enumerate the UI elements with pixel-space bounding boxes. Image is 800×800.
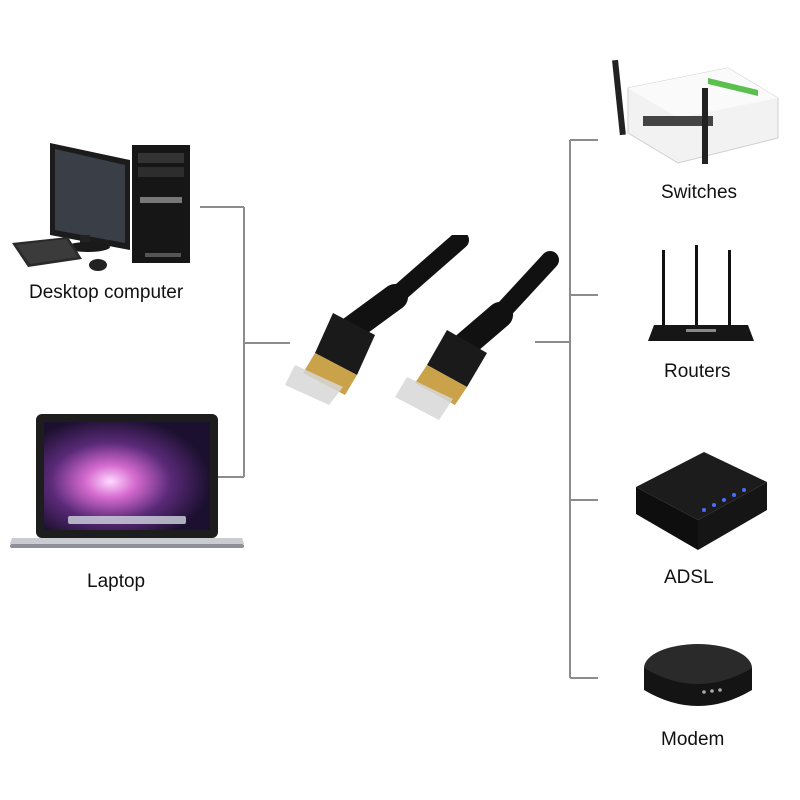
- device-label-desktop: Desktop computer: [29, 282, 184, 303]
- modem-icon: [644, 644, 752, 706]
- adsl-icon: [636, 452, 767, 550]
- switch-icon: [612, 59, 779, 164]
- desktop-computer-icon: [12, 143, 190, 271]
- device-label-modem: Modem: [661, 729, 725, 750]
- ethernet-cable-icon: [285, 235, 559, 420]
- device-label-adsl: ADSL: [664, 567, 714, 588]
- device-label-switches: Switches: [661, 182, 738, 203]
- laptop-icon: [10, 414, 244, 548]
- device-label-laptop: Laptop: [87, 571, 146, 592]
- router-icon: [648, 245, 754, 341]
- device-label-routers: Routers: [664, 361, 731, 382]
